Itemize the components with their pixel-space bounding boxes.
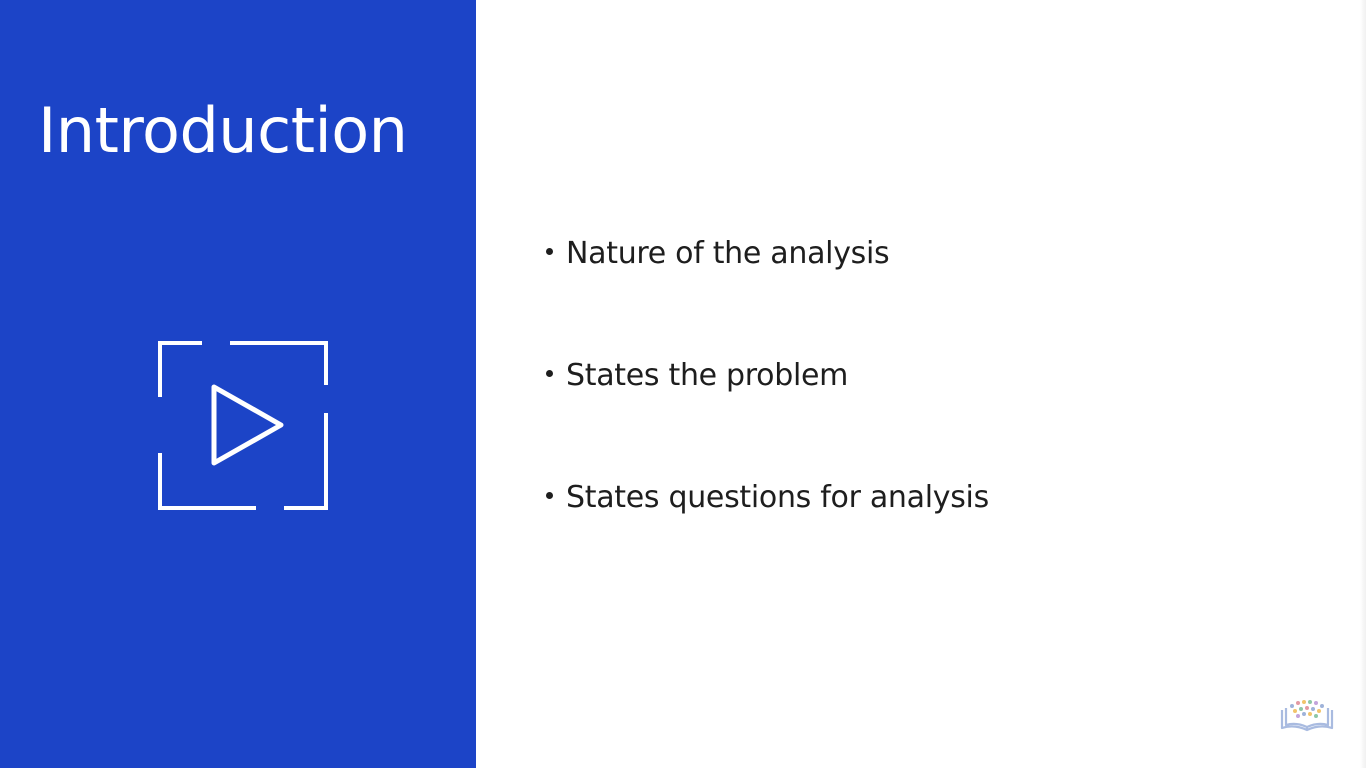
bullet-item: Nature of the analysis [546,236,989,358]
bullet-item: States questions for analysis [546,480,989,602]
right-edge-shadow [1360,0,1366,768]
open-book-logo-icon [1280,700,1334,732]
bullet-list: Nature of the analysis States the proble… [546,236,989,602]
bullet-item: States the problem [546,358,989,480]
play-frame-icon [158,341,328,510]
bullet-text: States the problem [566,358,849,393]
bullet-text: States questions for analysis [566,480,989,515]
bullet-dot-icon [546,492,553,499]
slide-title: Introduction [38,94,408,167]
bullet-text: Nature of the analysis [566,236,890,271]
bullet-dot-icon [546,370,553,377]
title-panel [0,0,476,768]
bullet-dot-icon [546,248,553,255]
